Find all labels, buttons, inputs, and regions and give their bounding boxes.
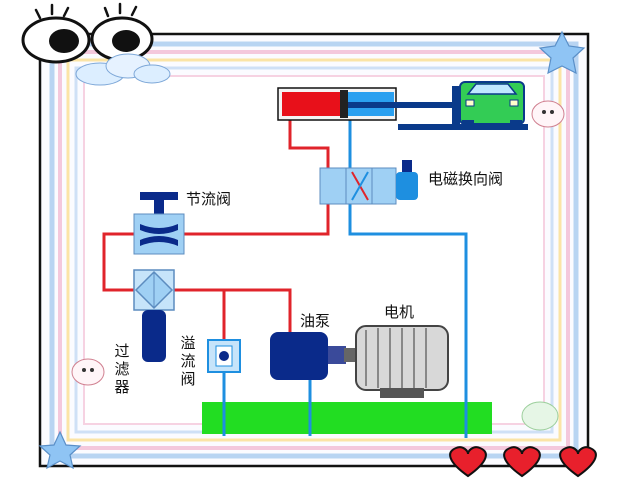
cartoon-eyes-icon [21, 2, 154, 64]
solenoid-valve-label: 电磁换向阀 [428, 170, 504, 188]
throttle-valve-label: 节流阀 [186, 190, 232, 208]
relief-valve-label: 溢流阀 [180, 334, 196, 388]
electric-motor [344, 325, 449, 398]
cloud-icon [71, 358, 105, 386]
solenoid-valve [319, 160, 418, 205]
oil-pump-label: 油泵 [300, 312, 331, 330]
filter [133, 269, 175, 362]
motor-label: 电机 [384, 303, 415, 321]
cloud-icon [531, 100, 565, 128]
cloud-icon [521, 401, 559, 431]
cloud-icon [75, 53, 171, 86]
star-icon [538, 30, 586, 75]
pressure-lines [102, 118, 330, 340]
hydraulic-cylinder [277, 86, 528, 130]
oil-tank [202, 402, 492, 434]
car-icon [459, 81, 525, 128]
star-icon [38, 430, 82, 470]
relief-valve [207, 339, 241, 373]
heart-icon [449, 446, 597, 478]
oil-pump [270, 332, 346, 380]
throttle-valve [133, 192, 185, 255]
filter-label: 过滤器 [114, 342, 130, 396]
